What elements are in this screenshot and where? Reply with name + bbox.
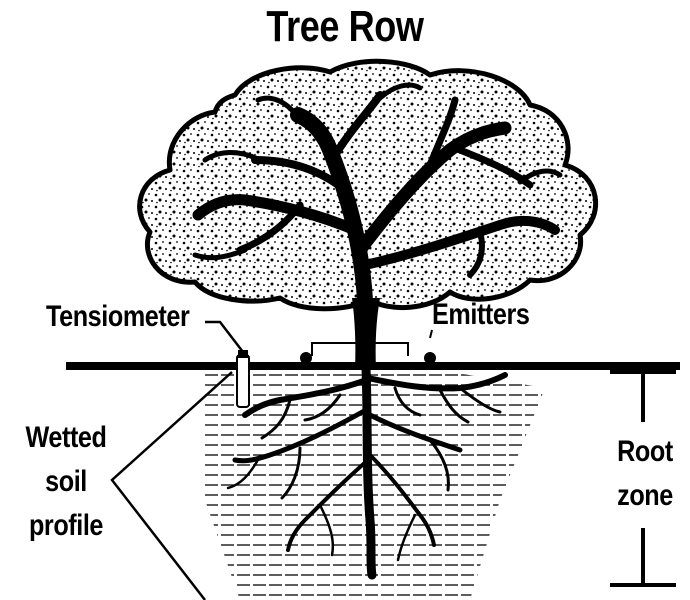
wetted-soil-profile-label: Wetted soil profile — [25, 421, 107, 542]
tensiometer-leader-line — [205, 320, 244, 353]
emitters-leader-line — [429, 329, 433, 339]
tree-branches — [192, 82, 563, 308]
emitters-label: Emitters — [432, 298, 530, 331]
tree-trunk — [352, 298, 380, 368]
drip-line — [311, 334, 409, 356]
root-zone-marker — [610, 370, 676, 587]
emitter-right — [424, 352, 436, 364]
diagram-title: Tree Row — [266, 2, 424, 51]
emitter-left — [300, 352, 312, 364]
root-zone-label: Root zone — [617, 435, 673, 512]
tree-roots — [226, 363, 508, 580]
ground-line — [66, 362, 680, 370]
wetted-soil-bracket — [110, 371, 233, 600]
tensiometer-label: Tensiometer — [46, 300, 190, 333]
tensiometer-device — [236, 350, 250, 408]
